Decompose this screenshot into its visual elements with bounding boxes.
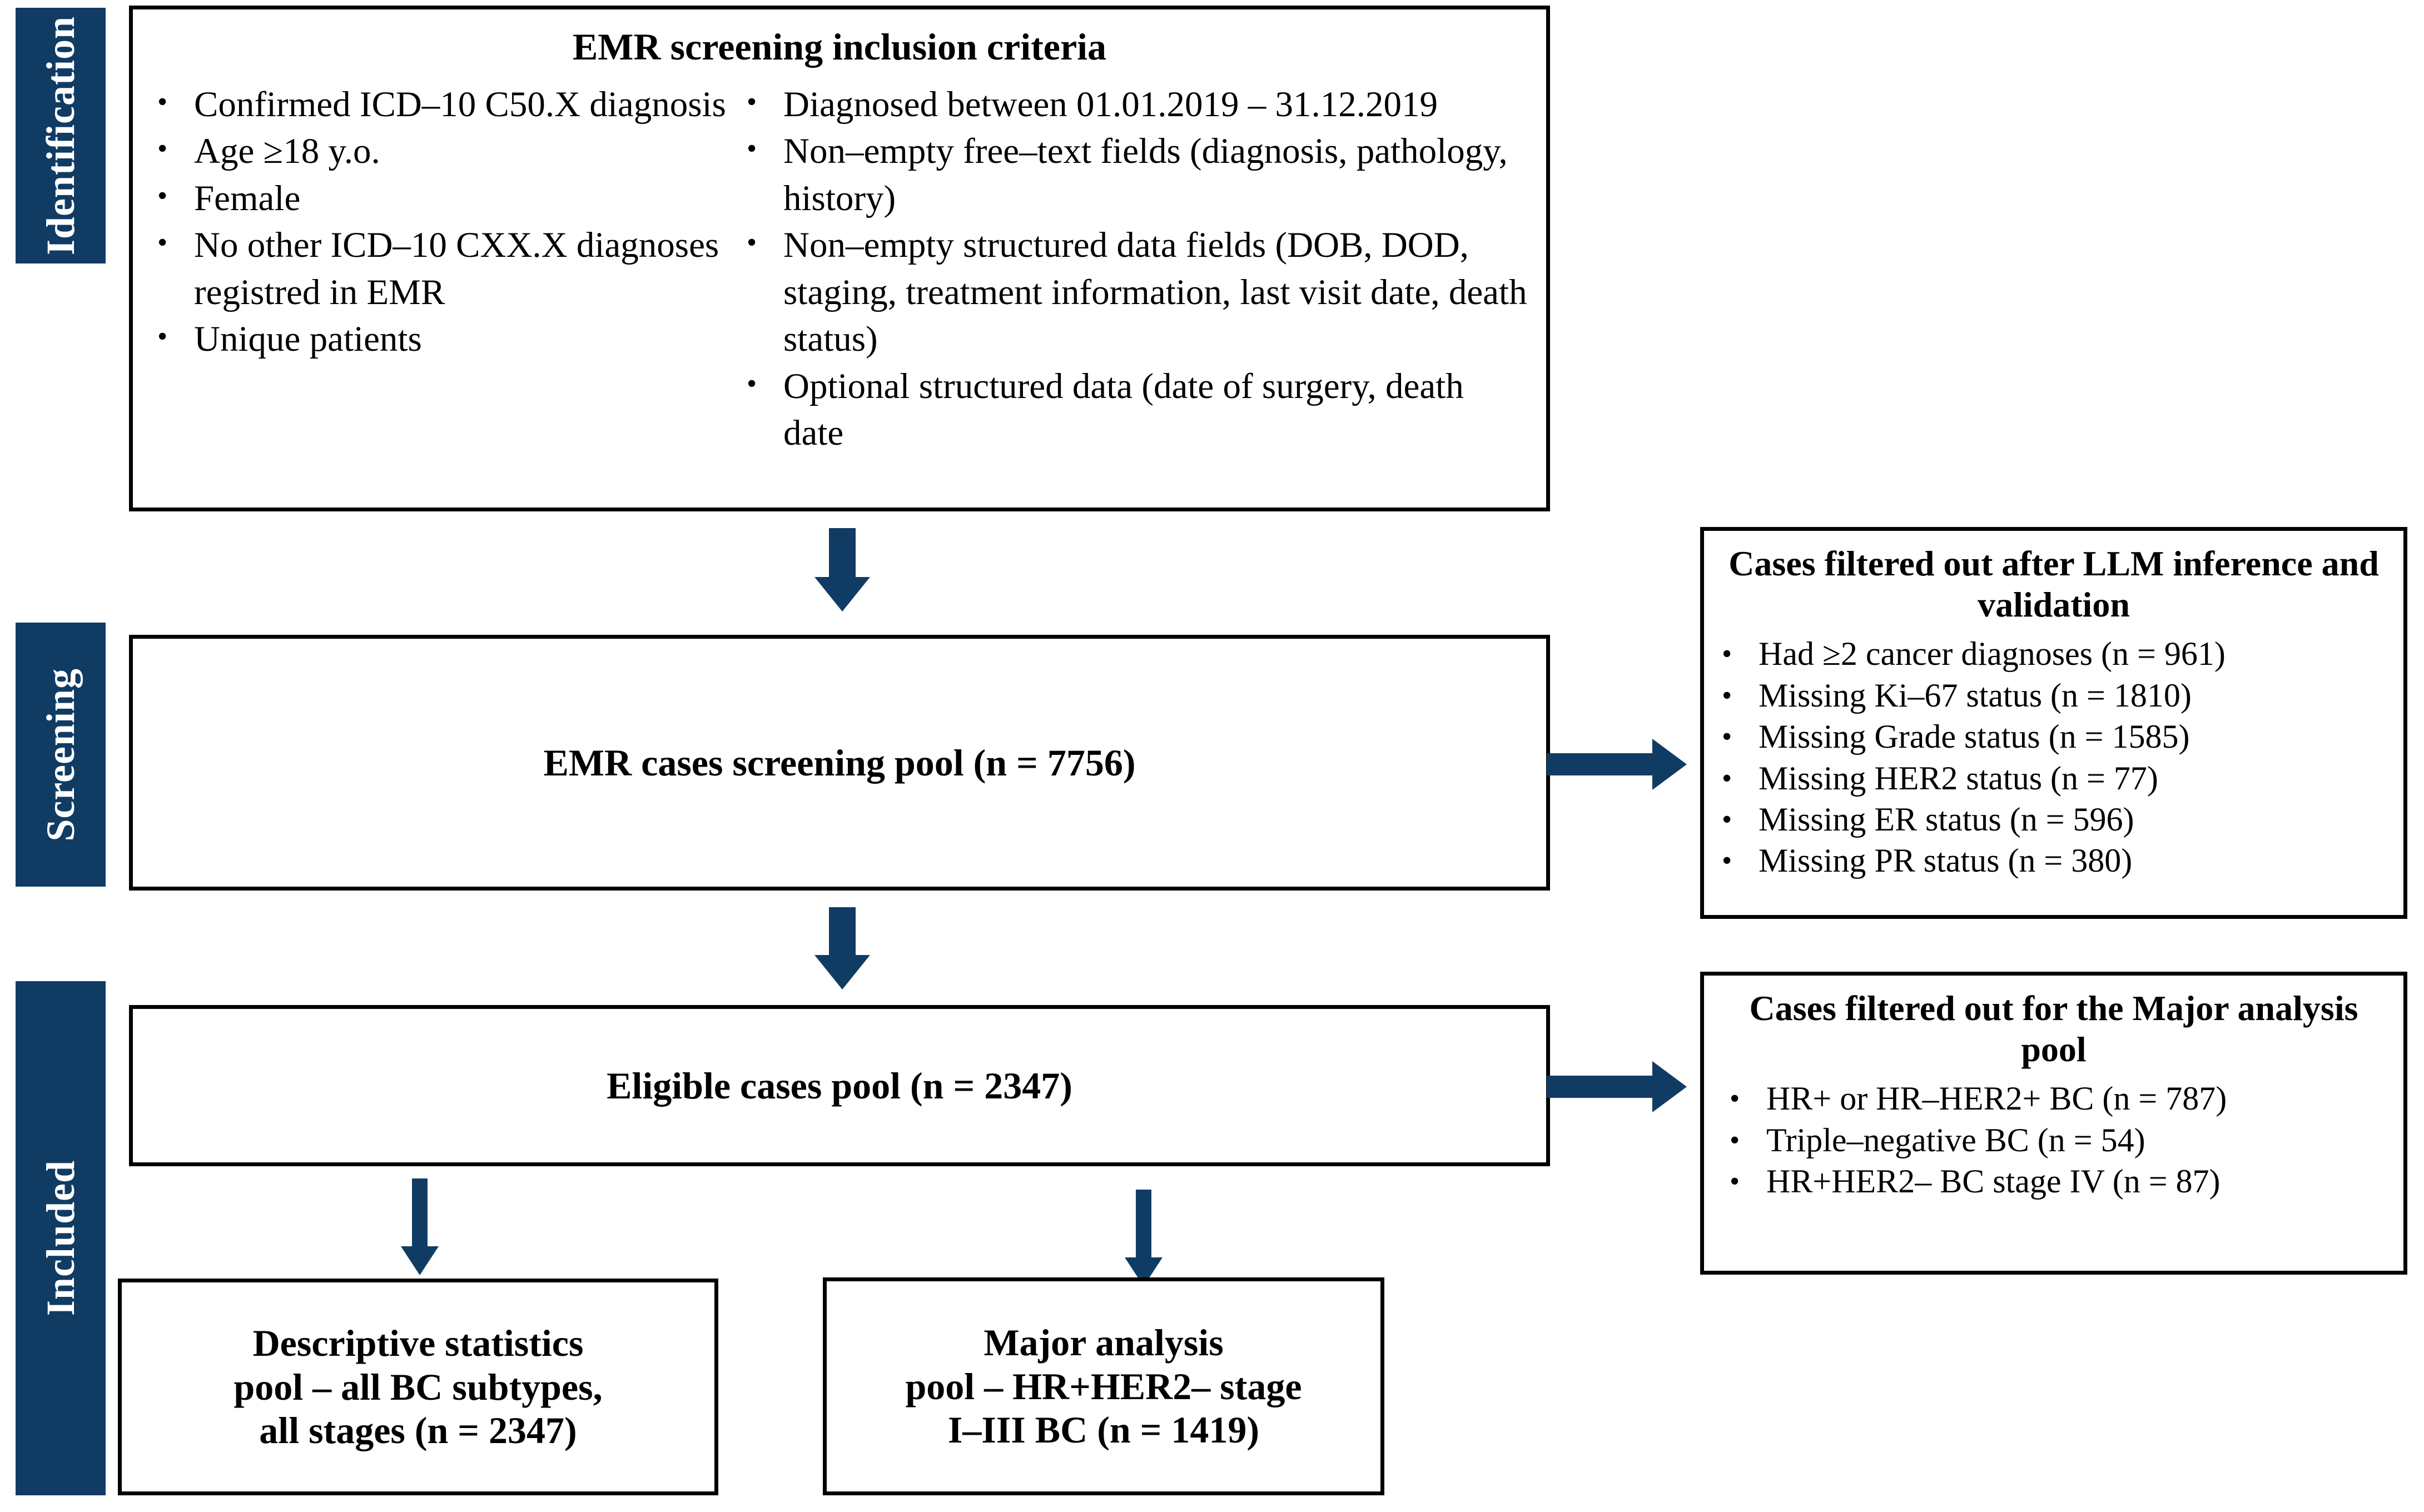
list-item: Unique patients bbox=[153, 316, 742, 363]
eligible-cases-pool-box: Eligible cases pool (n = 2347) bbox=[129, 1005, 1550, 1166]
major-analysis-pool-line-1: Major analysis bbox=[983, 1321, 1224, 1364]
arrow-head-icon bbox=[1652, 739, 1687, 790]
arrow-down-identification-to-screening bbox=[801, 528, 884, 611]
list-item: Triple–negative BC (n = 54) bbox=[1725, 1120, 2393, 1162]
arrow-shaft bbox=[412, 1178, 428, 1250]
arrow-down-eligible-to-descriptive bbox=[384, 1178, 456, 1279]
list-item: Missing Ki–67 status (n = 1810) bbox=[1717, 675, 2393, 717]
stage-label-identification: Identification bbox=[38, 16, 83, 255]
descriptive-statistics-pool-box: Descriptive statistics pool – all BC sub… bbox=[118, 1279, 718, 1495]
emr-screening-pool-box: EMR cases screening pool (n = 7756) bbox=[129, 635, 1550, 891]
identification-box-title: EMR screening inclusion criteria bbox=[572, 26, 1107, 68]
arrow-shaft bbox=[1547, 1076, 1656, 1098]
list-item: Non–empty structured data fields (DOB, D… bbox=[742, 222, 1532, 363]
major-analysis-pool-text: Major analysis pool – HR+HER2– stage I–I… bbox=[827, 1321, 1380, 1453]
criteria-columns: Confirmed ICD–10 C50.X diagnosis Age ≥18… bbox=[133, 81, 1546, 457]
major-filtered-box-title: Cases filtered out for the Major analysi… bbox=[1749, 988, 2358, 1070]
arrow-shaft bbox=[1547, 753, 1656, 775]
arrow-head-icon bbox=[814, 577, 870, 611]
arrow-right-screening-to-llm-filtered bbox=[1547, 728, 1688, 800]
llm-filtered-list: Had ≥2 cancer diagnoses (n = 961) Missin… bbox=[1714, 633, 2393, 882]
list-item: HR+ or HR–HER2+ BC (n = 787) bbox=[1725, 1078, 2393, 1120]
arrow-head-icon bbox=[1652, 1061, 1687, 1112]
major-analysis-pool-box: Major analysis pool – HR+HER2– stage I–I… bbox=[823, 1277, 1384, 1495]
arrow-shaft bbox=[1136, 1190, 1151, 1261]
list-item: Confirmed ICD–10 C50.X diagnosis bbox=[153, 81, 742, 128]
stage-bar-identification: Identification bbox=[16, 8, 106, 263]
list-item: Had ≥2 cancer diagnoses (n = 961) bbox=[1717, 633, 2393, 675]
arrow-head-icon bbox=[401, 1246, 439, 1275]
criteria-list-left: Confirmed ICD–10 C50.X diagnosis Age ≥18… bbox=[153, 81, 742, 457]
arrow-shaft bbox=[829, 528, 856, 579]
list-item: Missing HER2 status (n = 77) bbox=[1717, 758, 2393, 800]
list-item: Non–empty free–text fields (diagnosis, p… bbox=[742, 128, 1532, 222]
arrow-shaft bbox=[829, 907, 856, 957]
descriptive-pool-line-1: Descriptive statistics bbox=[252, 1321, 584, 1364]
arrow-head-icon bbox=[814, 955, 870, 989]
arrow-down-screening-to-eligible bbox=[801, 907, 884, 991]
list-item: Optional structured data (date of surger… bbox=[742, 363, 1532, 457]
llm-filtered-box: Cases filtered out after LLM inference a… bbox=[1700, 527, 2407, 919]
major-analysis-pool-line-2: pool – HR+HER2– stage bbox=[905, 1365, 1302, 1407]
arrow-down-eligible-to-major-analysis bbox=[1107, 1190, 1180, 1290]
descriptive-pool-text: Descriptive statistics pool – all BC sub… bbox=[122, 1321, 714, 1453]
list-item: No other ICD–10 CXX.X diagnoses registre… bbox=[153, 222, 742, 316]
stage-label-included: Included bbox=[38, 1160, 83, 1316]
criteria-list-right: Diagnosed between 01.01.2019 – 31.12.201… bbox=[742, 81, 1532, 457]
stage-bar-screening: Screening bbox=[16, 623, 106, 887]
major-analysis-pool-line-3: I–III BC (n = 1419) bbox=[947, 1409, 1260, 1451]
eligible-cases-pool-title: Eligible cases pool (n = 2347) bbox=[607, 1064, 1072, 1107]
major-filtered-box: Cases filtered out for the Major analysi… bbox=[1700, 972, 2407, 1275]
list-item: Age ≥18 y.o. bbox=[153, 128, 742, 175]
list-item: Missing Grade status (n = 1585) bbox=[1717, 716, 2393, 758]
identification-criteria-box: EMR screening inclusion criteria Confirm… bbox=[129, 6, 1550, 511]
list-item: Female bbox=[153, 175, 742, 222]
stage-bar-included: Included bbox=[16, 981, 106, 1495]
list-item: HR+HER2– BC stage IV (n = 87) bbox=[1725, 1161, 2393, 1203]
arrow-right-eligible-to-major-filtered bbox=[1547, 1051, 1688, 1123]
list-item: Missing ER status (n = 596) bbox=[1717, 799, 2393, 841]
descriptive-pool-line-2: pool – all BC subtypes, bbox=[234, 1365, 603, 1408]
list-item: Diagnosed between 01.01.2019 – 31.12.201… bbox=[742, 81, 1532, 128]
emr-screening-pool-title: EMR cases screening pool (n = 7756) bbox=[543, 741, 1136, 784]
stage-label-screening: Screening bbox=[38, 668, 83, 842]
llm-filtered-box-title: Cases filtered out after LLM inference a… bbox=[1728, 544, 2379, 625]
descriptive-pool-line-3: all stages (n = 2347) bbox=[259, 1409, 577, 1452]
list-item: Missing PR status (n = 380) bbox=[1717, 840, 2393, 882]
major-filtered-list: HR+ or HR–HER2+ BC (n = 787) Triple–nega… bbox=[1714, 1078, 2393, 1203]
